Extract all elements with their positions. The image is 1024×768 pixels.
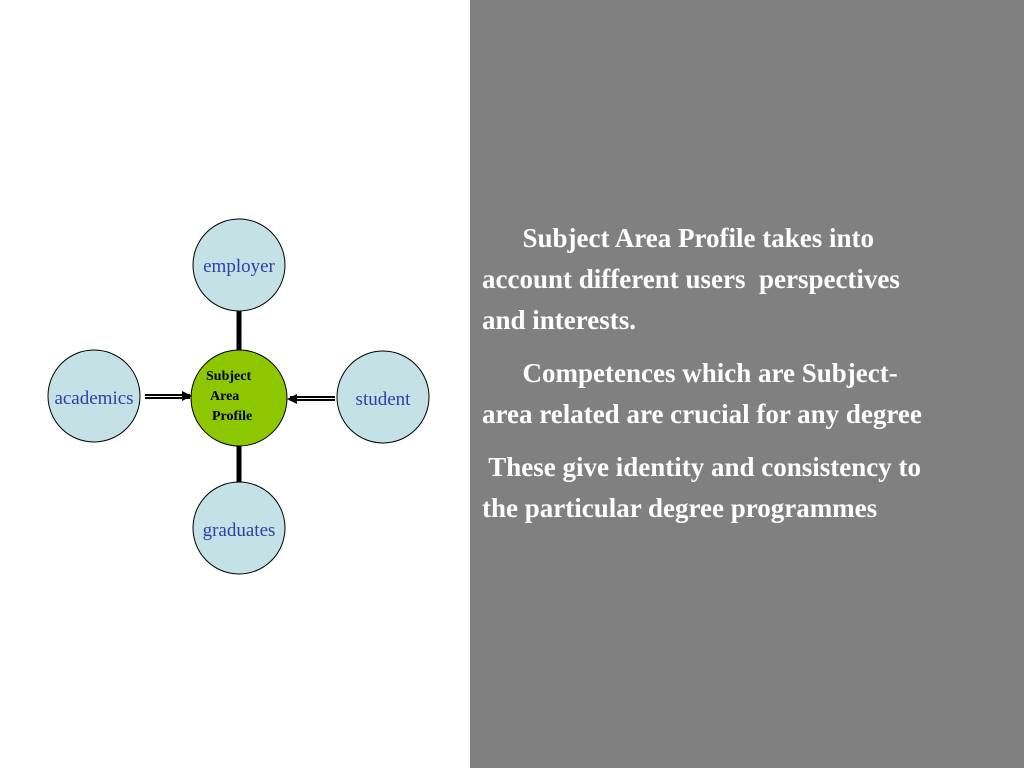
diagram-panel: employer academics student graduates Sub… (0, 0, 470, 768)
paragraph-1-line-2: account different users perspectives (482, 264, 900, 294)
center-label-line-1: Subject (206, 369, 251, 384)
text-panel: Subject Area Profile takes into account d… (470, 0, 1024, 768)
node-graduates-label: graduates (203, 520, 276, 541)
node-student: student (336, 350, 430, 444)
paragraph-1: Subject Area Profile takes into account d… (482, 218, 1024, 341)
paragraph-3-line-1: These give identity and consistency to (482, 452, 922, 482)
node-employer: employer (192, 218, 286, 312)
node-academics-label: academics (54, 388, 133, 409)
node-graduates: graduates (192, 481, 286, 575)
node-center: Subject Area Profile (190, 349, 288, 447)
paragraph-2: Competences which are Subject-area relat… (482, 353, 1024, 435)
text-body: Subject Area Profile takes into account d… (482, 218, 1024, 541)
center-label-line-2: Area (210, 389, 239, 404)
paragraph-1-line-1: Subject Area Profile takes into (482, 223, 874, 253)
center-label-line-3: Profile (212, 409, 252, 424)
paragraph-1-line-3: and interests. (482, 305, 637, 335)
arrowhead-academics (182, 391, 192, 401)
paragraph-2-line-2: area related are crucial for any degree (482, 399, 922, 429)
node-employer-label: employer (203, 256, 275, 277)
node-student-label: student (356, 389, 412, 410)
arrowhead-student (287, 394, 297, 404)
stakeholder-diagram: employer academics student graduates Sub… (47, 218, 430, 575)
node-academics: academics (47, 349, 141, 443)
paragraph-2-line-1: Competences which are Subject- (482, 358, 898, 388)
paragraph-3: These give identity and consistency to th… (482, 447, 1024, 529)
paragraph-3-line-2: the particular degree programmes (482, 493, 878, 523)
